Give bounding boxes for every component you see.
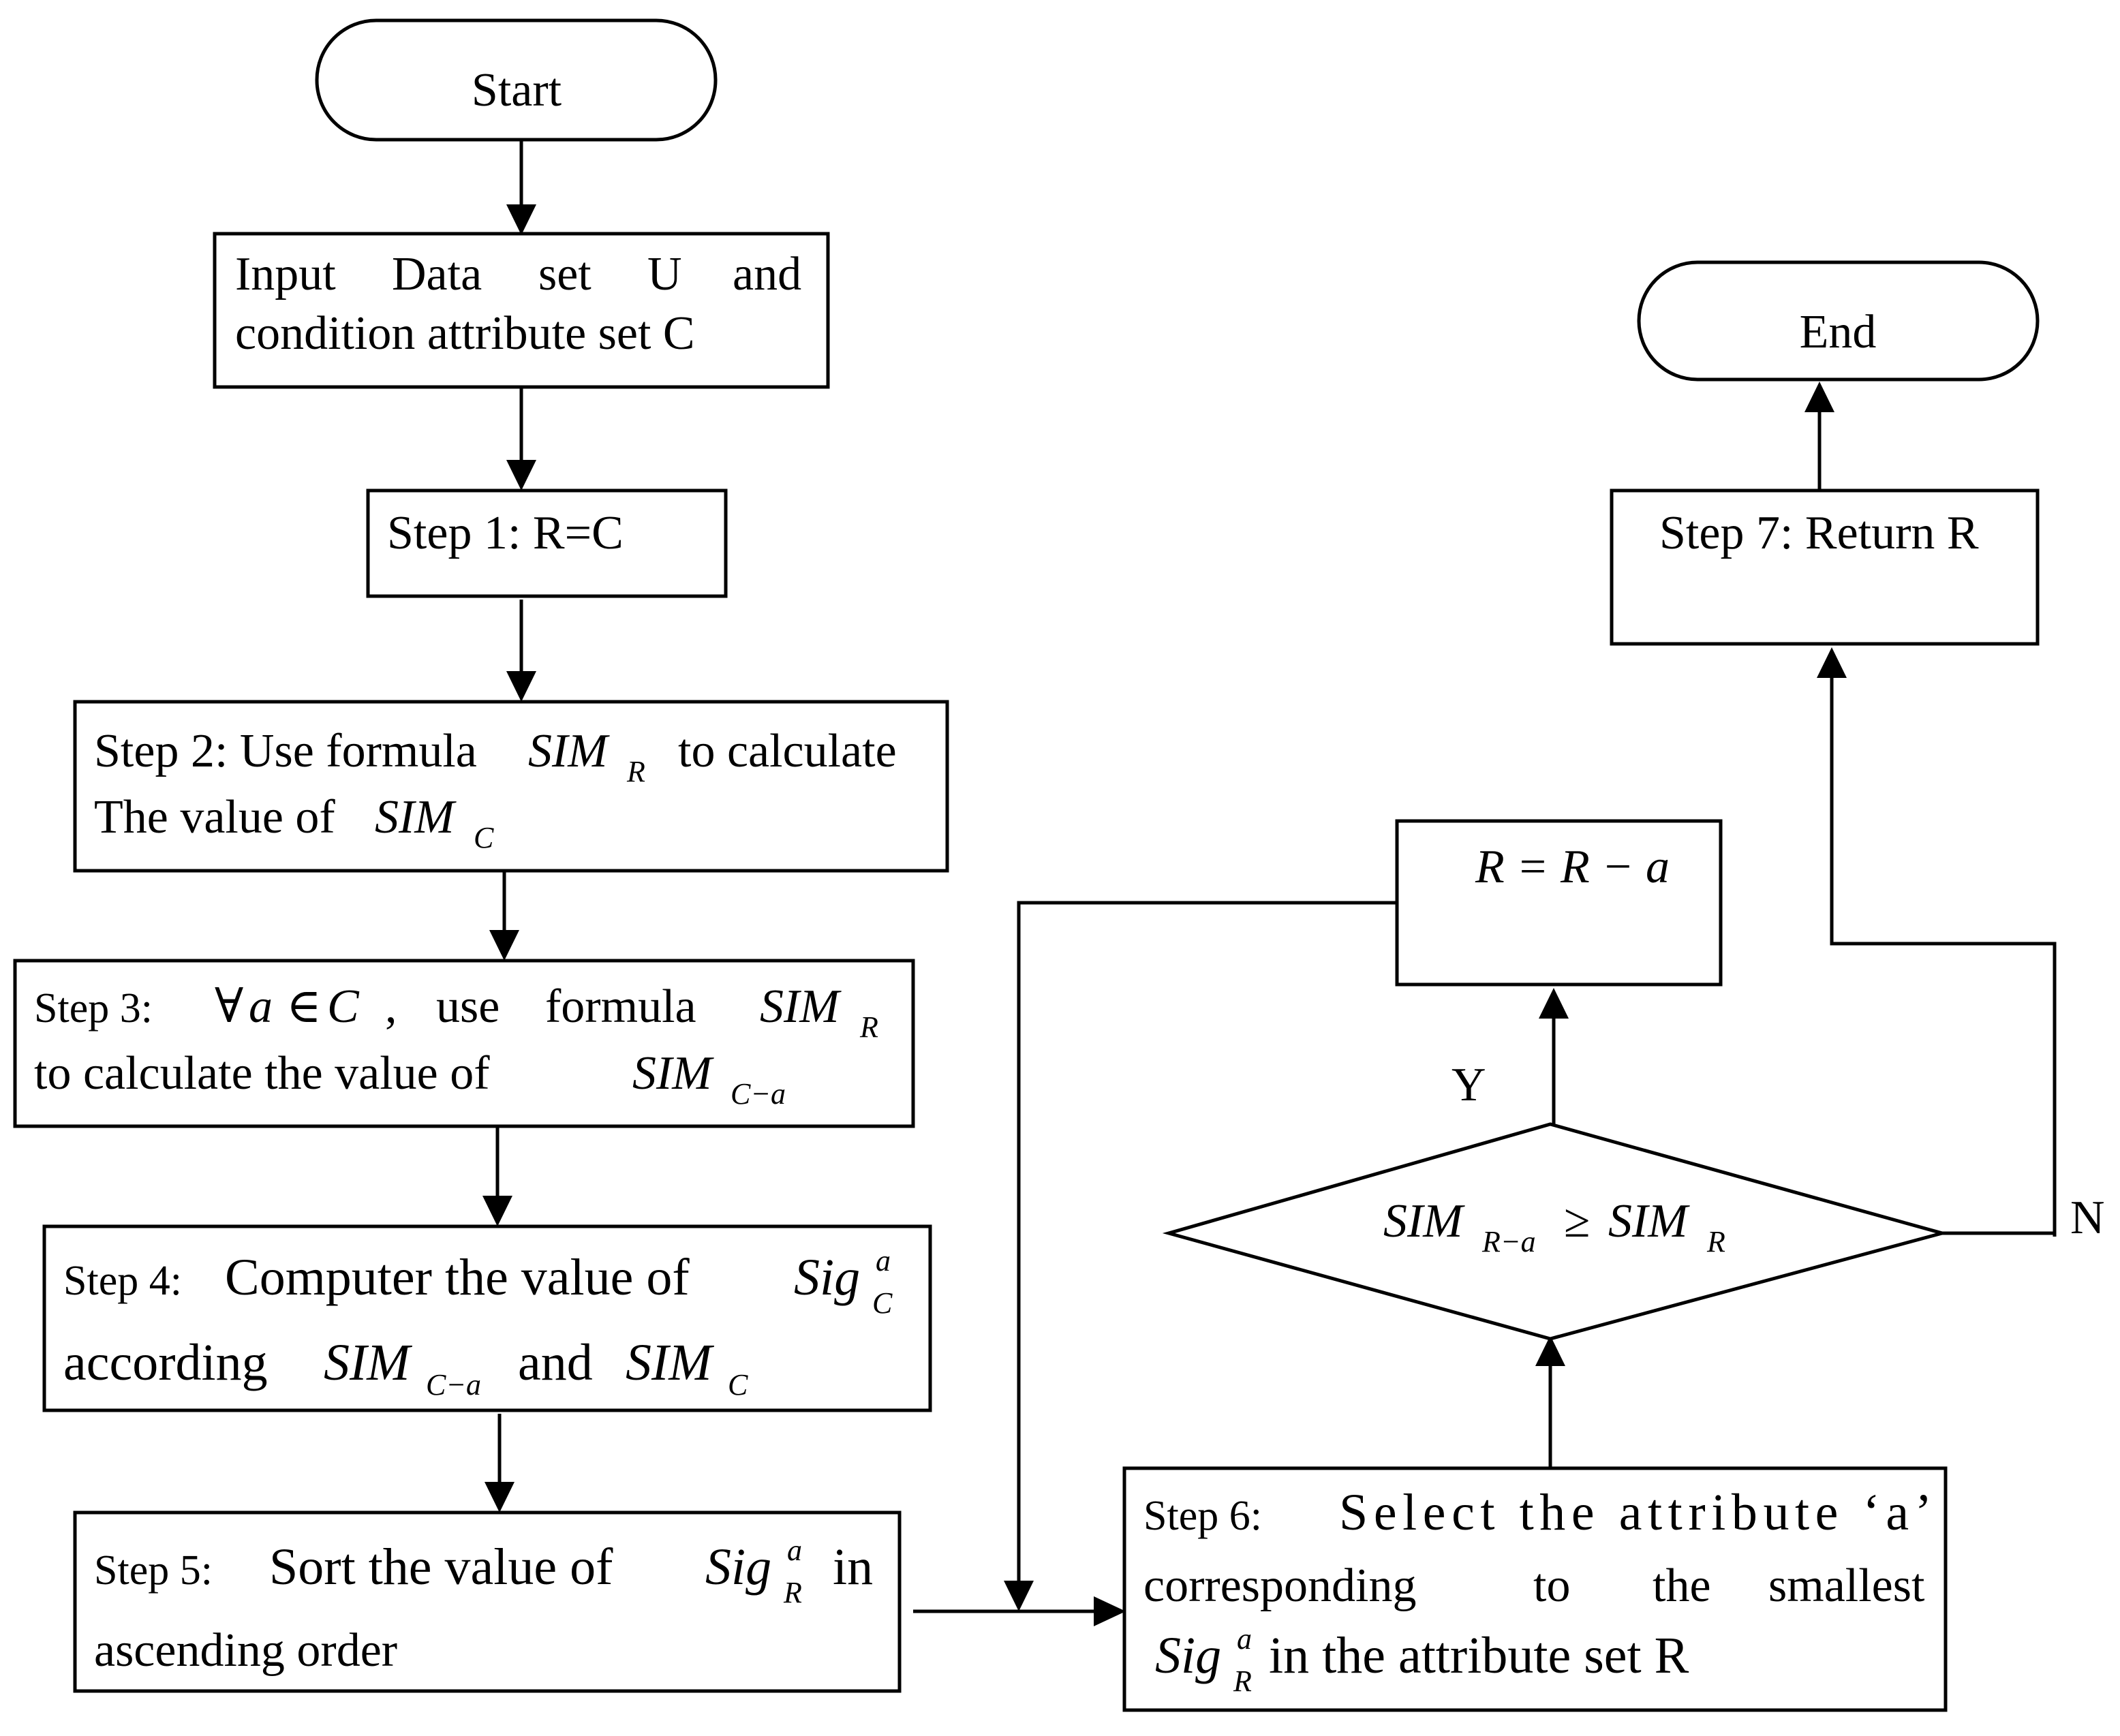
end-node: End	[1637, 260, 2040, 382]
step4-line2: according SIM C−a and SIM C	[63, 1334, 748, 1406]
step1-box: Step 1: R=C	[366, 489, 728, 598]
arrowhead-icon	[506, 460, 536, 491]
arrowhead-icon	[485, 1482, 514, 1513]
step5-line2: ascending order	[94, 1624, 397, 1677]
step2-line1: Step 2: Use formula SIM R to calculate	[94, 725, 897, 792]
step3-line2: to calculate the value of SIM C−a	[34, 1047, 786, 1111]
arrowhead-icon	[1804, 382, 1834, 412]
arrowhead-icon	[506, 204, 536, 235]
step7-label: Step 7: Return R	[1659, 507, 1979, 559]
decision-diamond: SIM R−a ≥ SIM R	[1162, 1122, 1949, 1341]
step3-box: Step 3: ∀ a ∈ C , use formula SIM R to c…	[13, 959, 915, 1128]
arrowhead-icon	[1539, 988, 1569, 1019]
end-label: End	[1800, 306, 1877, 358]
input-line1: Input Data set U and	[235, 248, 801, 300]
input-line2: condition attribute set C	[235, 307, 695, 360]
connectors	[482, 140, 2057, 1626]
decision-condition: SIM R−a ≥ SIM R	[1383, 1195, 1725, 1262]
step6-line1: Step 6: Select the attribute ‘a’	[1143, 1484, 1932, 1541]
branch-no-label: N	[2070, 1192, 2105, 1244]
arrowhead-icon	[1094, 1596, 1126, 1626]
step1-label: Step 1: R=C	[387, 507, 624, 559]
start-label: Start	[472, 64, 562, 117]
step4-box: Step 4: Computer the value of Sig a C ac…	[42, 1224, 932, 1412]
edge-decision-step7	[1830, 678, 2057, 1235]
step2-line2: The value of SIM C	[94, 791, 494, 854]
branch-yes-label: Y	[1451, 1059, 1486, 1111]
step6-box: Step 6: Select the attribute ‘a’ corresp…	[1122, 1466, 1948, 1712]
step5-line1: Step 5: Sort the value of Sig a R in	[94, 1519, 873, 1613]
step6-line3: Sig a R in the attribute set R	[1155, 1607, 1689, 1702]
arrowhead-icon	[482, 1196, 512, 1226]
step3-line1: Step 3: ∀ a ∈ C , use formula SIM R	[34, 980, 878, 1044]
arrowhead-icon	[506, 671, 536, 702]
arrowhead-icon	[1004, 1581, 1034, 1611]
step6-line2: corresponding to the smallest	[1143, 1560, 1925, 1612]
edge-update-loop	[1017, 901, 1397, 1581]
update-box: R = R − a	[1395, 819, 1723, 987]
step2-box: Step 2: Use formula SIM R to calculate T…	[73, 700, 949, 873]
step4-line1: Step 4: Computer the value of Sig a C	[63, 1229, 903, 1320]
update-formula: R = R − a	[1475, 841, 1670, 893]
input-box: Input Data set U and condition attribute…	[213, 232, 830, 389]
step7-box: Step 7: Return R	[1610, 489, 2040, 646]
arrowhead-icon	[1535, 1335, 1565, 1366]
start-node: Start	[315, 18, 718, 142]
arrowhead-icon	[489, 930, 519, 961]
step5-box: Step 5: Sort the value of Sig a R in asc…	[73, 1510, 902, 1693]
arrowhead-icon	[1817, 647, 1847, 678]
